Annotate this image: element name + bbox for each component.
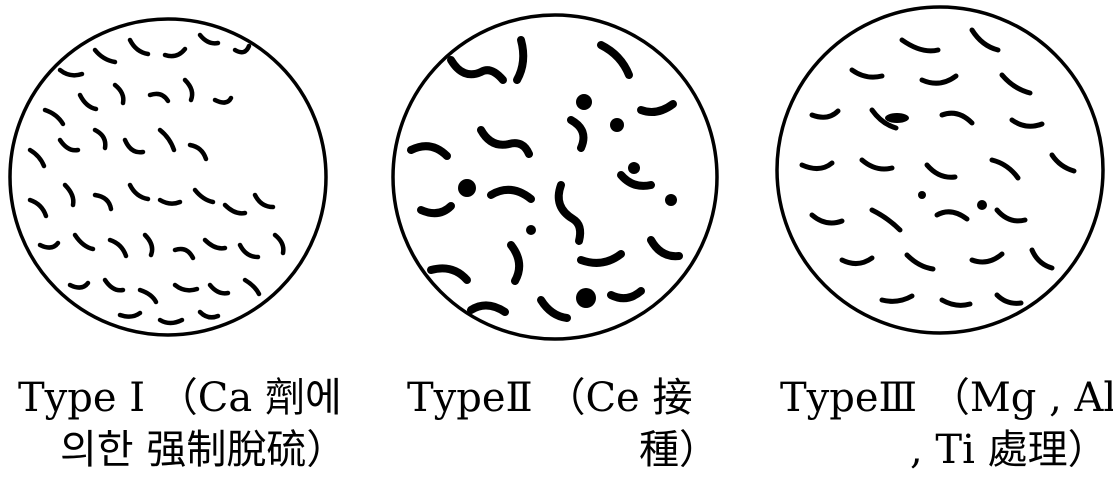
micrograph-type1 [0, 0, 371, 360]
caption-type1-line1: Type Ⅰ （Ca 劑에 [18, 372, 342, 424]
caption-type2-line1: TypeⅡ （Ce 接 [407, 372, 692, 424]
graphite-flakes-type3 [802, 30, 1074, 305]
caption-type3-line1: TypeⅢ （Mg , Al [780, 372, 1113, 424]
figure-type3: TypeⅢ （Mg , Al , Ti 處理） [742, 0, 1113, 482]
caption-type3-line2: , Ti 處理） [910, 424, 1108, 476]
field-circle [393, 15, 717, 339]
caption-type2-line2: 種） [639, 424, 719, 476]
caption-type1-line2: 의한 强制脫硫） [60, 424, 346, 476]
micrograph-type3 [742, 0, 1113, 360]
figure-type1: Type Ⅰ （Ca 劑에 의한 强制脫硫） [0, 0, 371, 482]
figure-type2: TypeⅡ （Ce 接 種） [371, 0, 742, 482]
graphite-flakes-type1 [30, 35, 283, 323]
graphite-flakes-type2 [411, 40, 679, 318]
micrograph-type2 [371, 0, 742, 360]
field-circle [777, 7, 1103, 333]
field-circle [10, 19, 326, 335]
